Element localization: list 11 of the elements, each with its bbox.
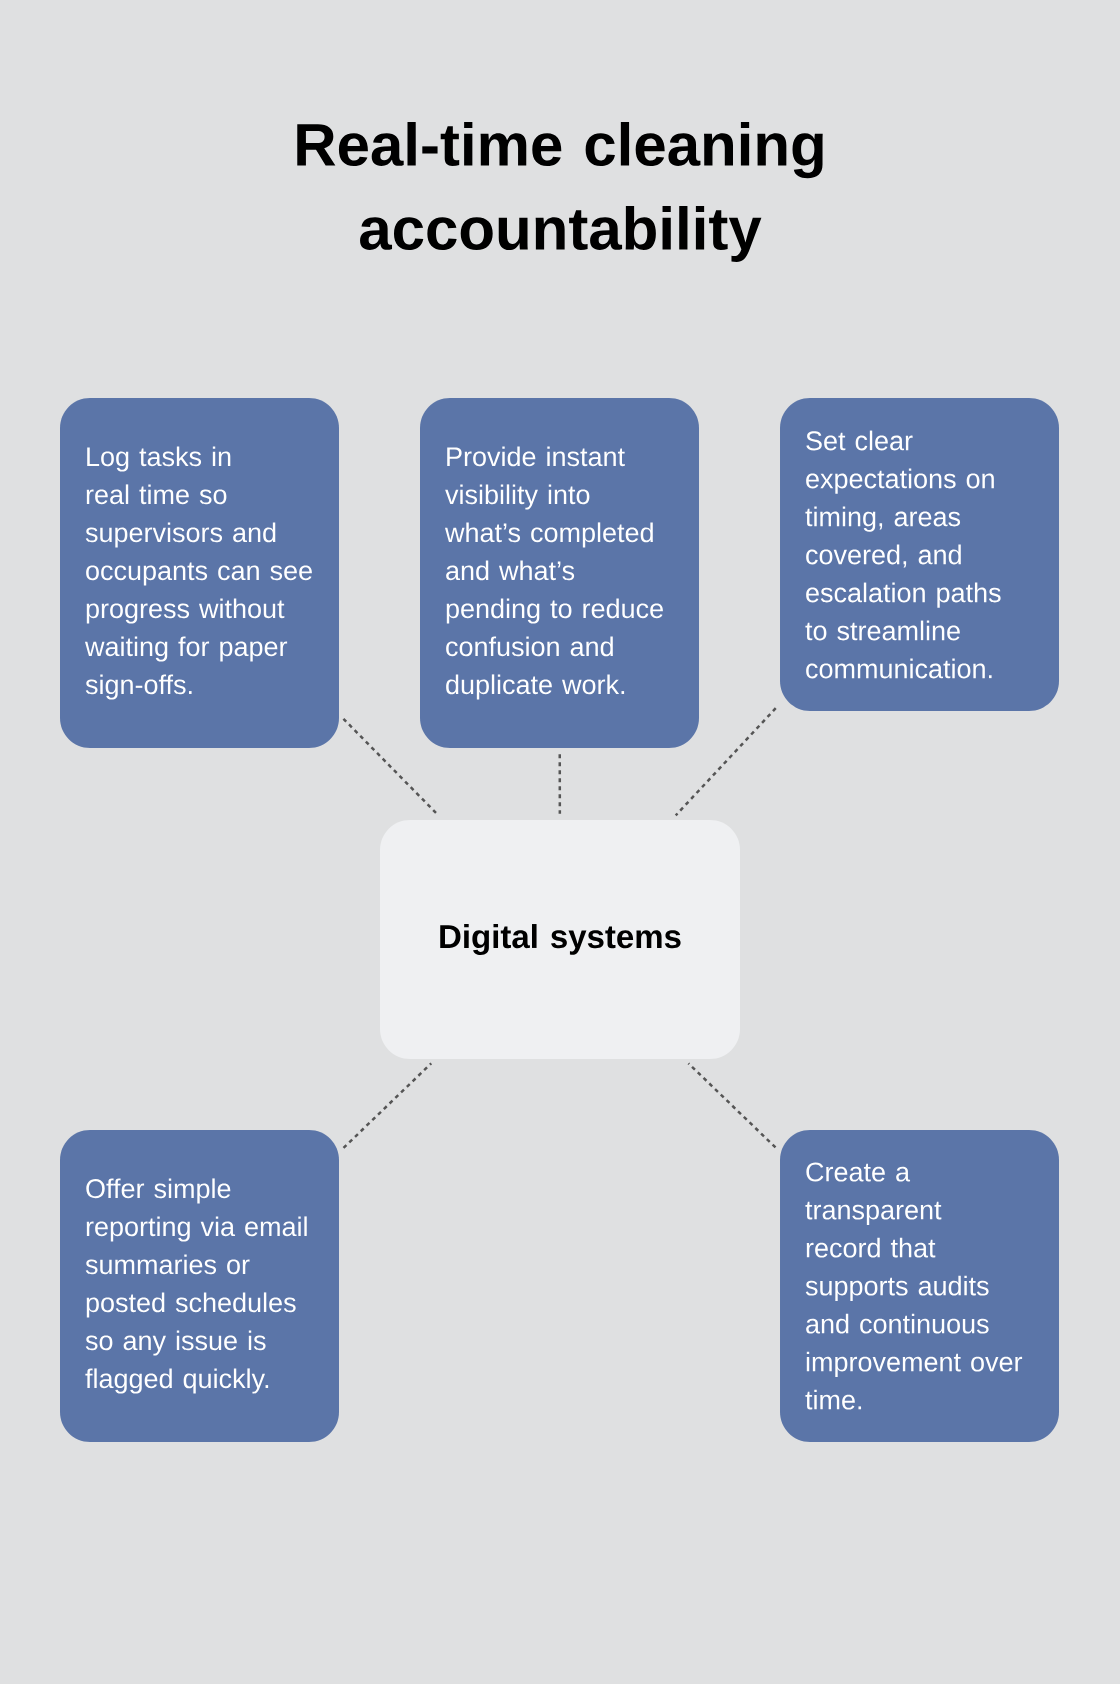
text-box: Provide instant visibility into what’s completed and what’s pending to reduce confusion and duplicate work. — [420, 398, 699, 748]
connector-line — [674, 707, 777, 817]
text-box: Log tasks in real time so supervisors and occupants can see progress without waiting for paper sign-offs. — [60, 398, 339, 748]
connector-line — [558, 754, 562, 814]
connector-line — [342, 1062, 433, 1149]
title: Real-time cleaning accountability — [297, 122, 823, 262]
connector-line — [687, 1062, 777, 1149]
text-box: Set clear expectations on timing, areas covered, and escalation paths to streamline communication. — [780, 398, 1059, 711]
text-box: Create a transparent record that supports audits and continuous improvement over time. — [780, 1130, 1059, 1442]
center-box: Digital systems — [380, 820, 740, 1059]
text-box: Offer simple reporting via email summaries or posted schedules so any issue is flagged quickly. — [60, 1130, 339, 1442]
